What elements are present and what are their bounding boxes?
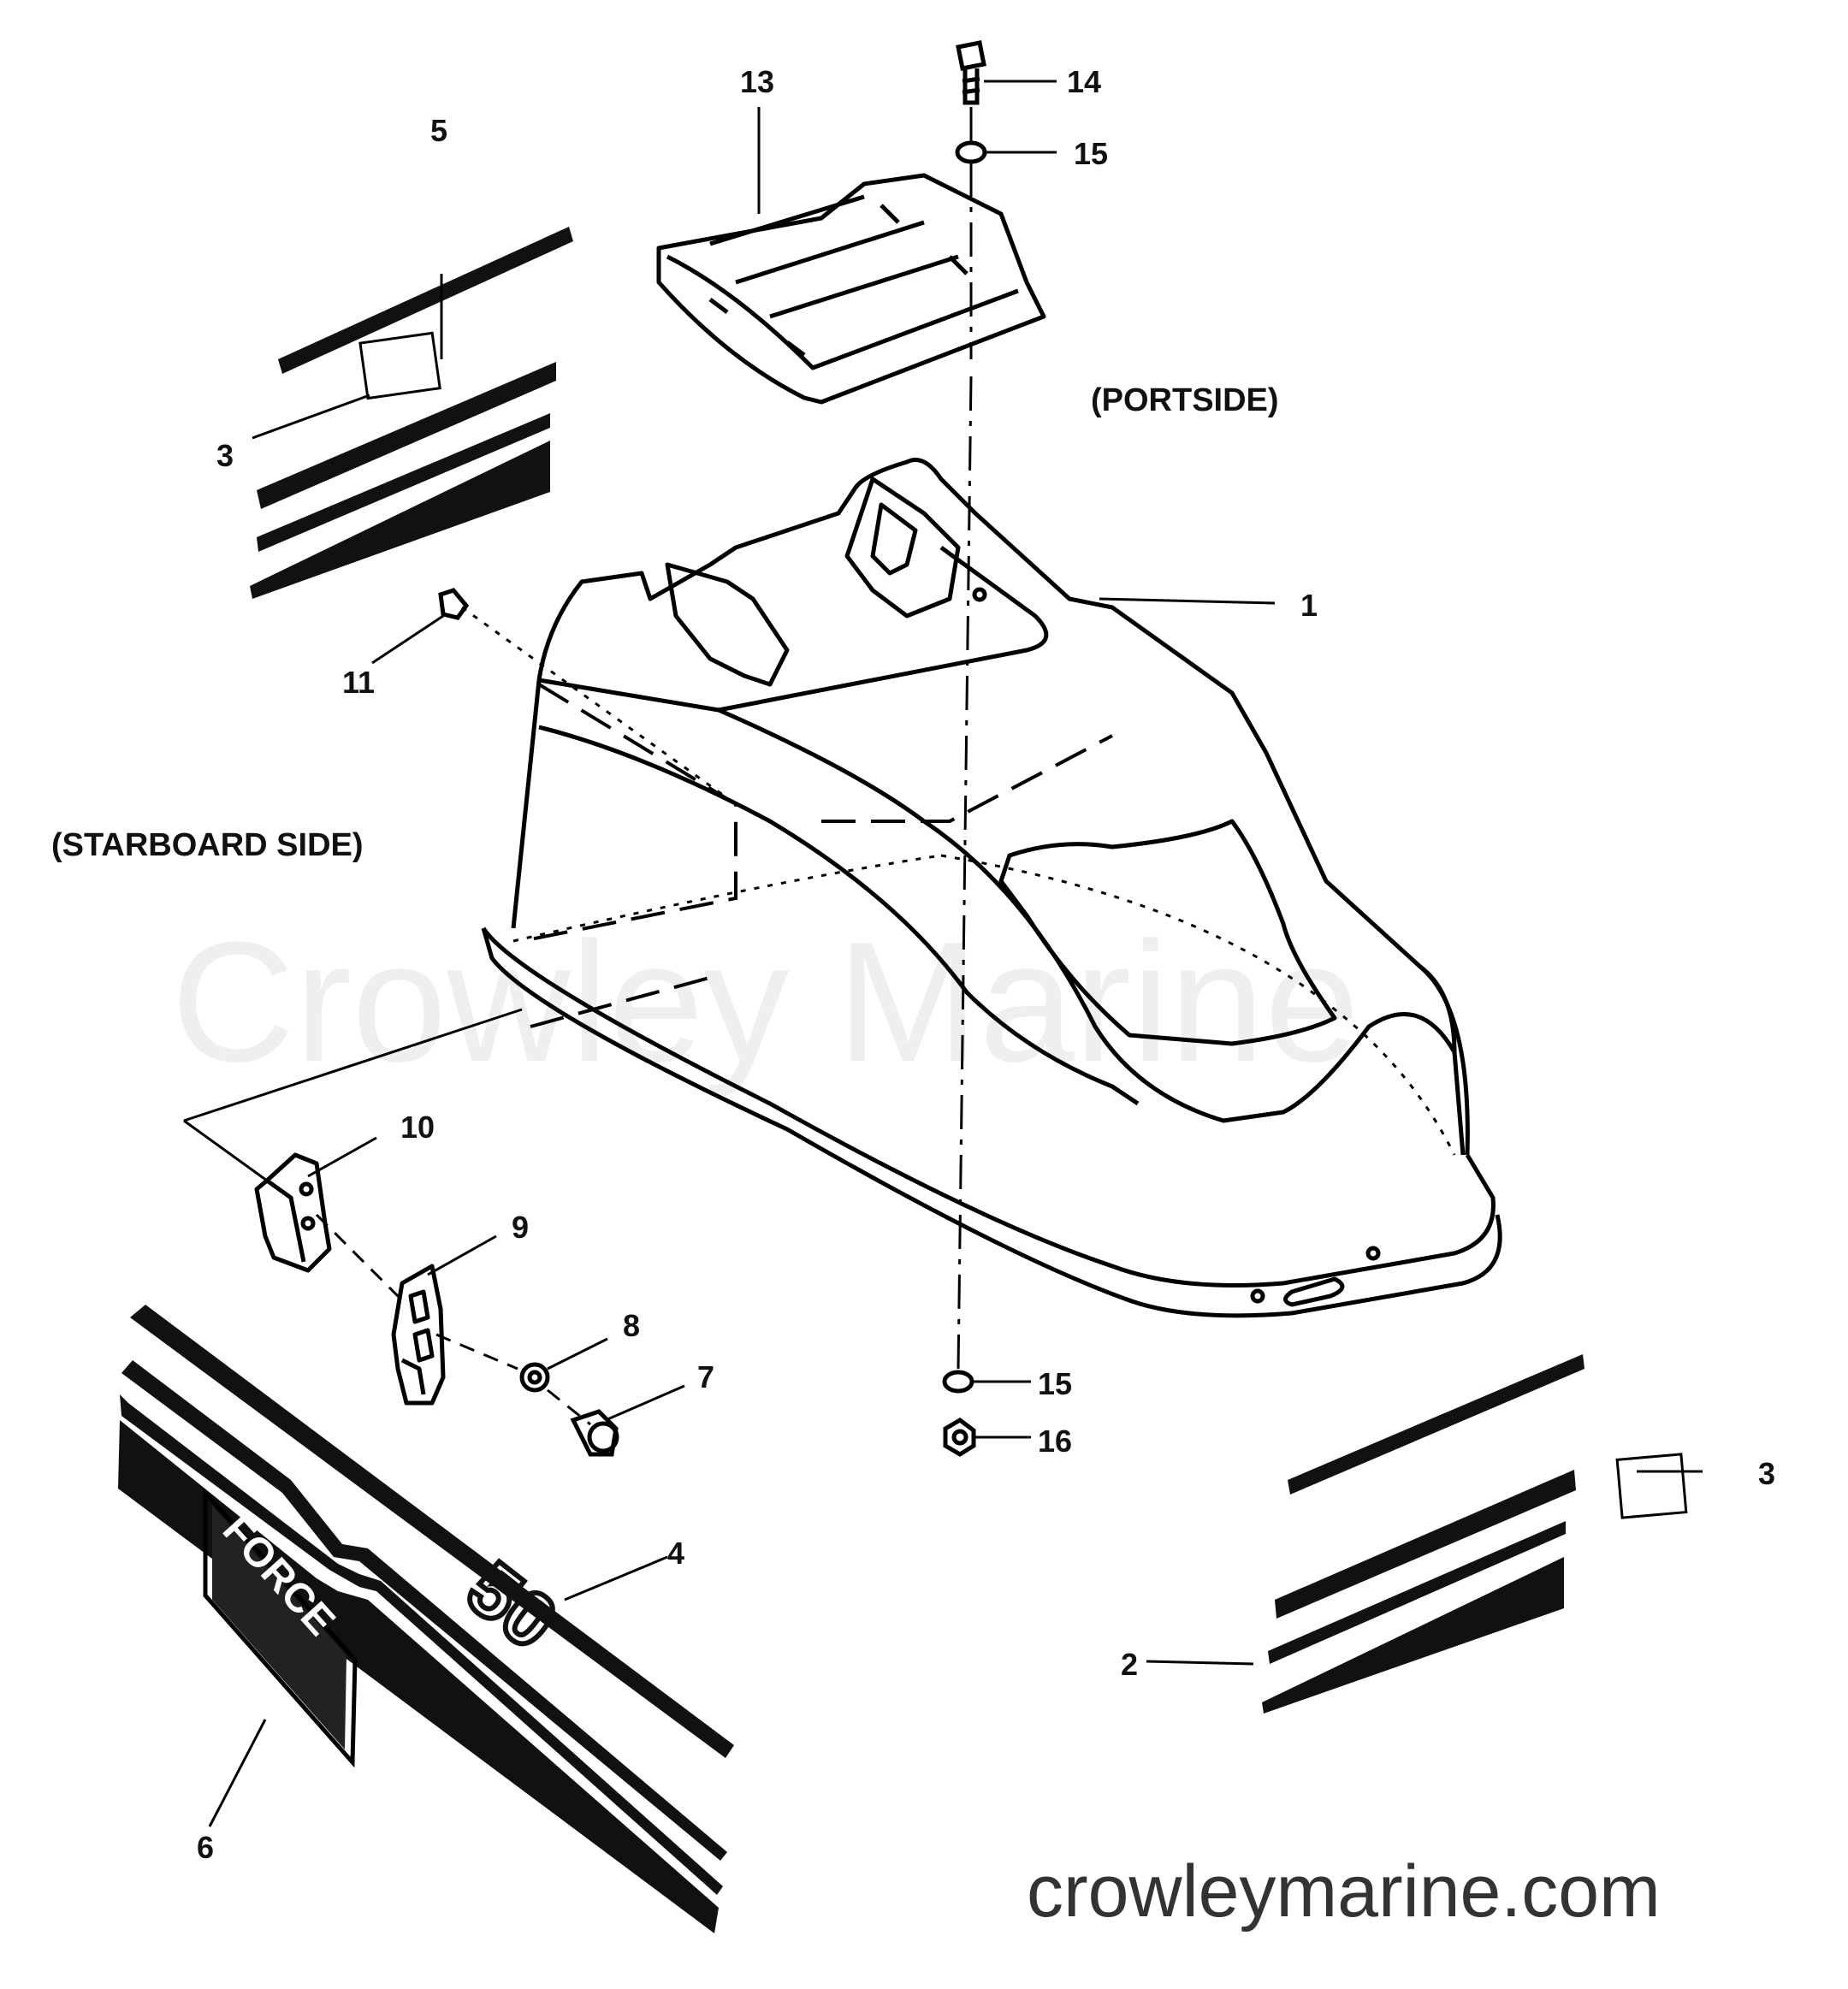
portside-label: (PORTSIDE): [1091, 382, 1279, 418]
nut-16: [943, 1418, 976, 1457]
website-url: crowleymarine.com: [1027, 1850, 1661, 1933]
watermark: Crowley Marine: [171, 907, 1359, 1098]
callout-8: 8: [623, 1308, 640, 1343]
fastener-centerline: [957, 107, 973, 1370]
top-plate: [656, 173, 1046, 405]
cowl-hidden-lines: [521, 683, 1113, 1028]
callout-7: 7: [697, 1359, 714, 1394]
label-3-sticker-bottom: [1615, 1453, 1688, 1519]
callout-5: 5: [430, 113, 447, 148]
callout-15-top: 15: [1074, 136, 1108, 171]
callout-16: 16: [1038, 1424, 1072, 1459]
decal-5: [250, 227, 573, 599]
cowl-dotted-lines: [461, 606, 1456, 1156]
leader-lines: [208, 80, 1703, 1827]
bracket-locator-lines: [183, 1008, 523, 1182]
nut-8: [519, 1362, 550, 1393]
callout-6: 6: [197, 1830, 214, 1865]
screw-11: [438, 588, 470, 620]
bolt-7: [570, 1409, 619, 1457]
callout-13: 13: [740, 64, 774, 99]
callout-15-bottom: 15: [1038, 1366, 1072, 1401]
callout-11: 11: [342, 665, 375, 700]
callout-1: 1: [1300, 588, 1318, 623]
decal-2: [1262, 1354, 1688, 1714]
bracket-10: [254, 1152, 332, 1273]
callout-10: 10: [400, 1110, 435, 1145]
top-cowl: [481, 458, 1502, 1318]
callout-14: 14: [1067, 64, 1101, 99]
label-3-sticker-top: [358, 331, 441, 400]
callout-3-top: 3: [216, 438, 234, 473]
bracket-9: [391, 1264, 446, 1406]
callout-9: 9: [512, 1210, 529, 1245]
bracket-dash-lines: [315, 1213, 591, 1426]
bolt-14: [956, 40, 986, 105]
washer-15-bottom: [942, 1370, 974, 1394]
starboard-side-label: (STARBOARD SIDE): [51, 827, 364, 863]
callout-4: 4: [667, 1536, 684, 1571]
washer-15-top: [955, 140, 987, 164]
callout-3-bottom: 3: [1758, 1456, 1775, 1491]
callout-2: 2: [1121, 1647, 1138, 1682]
